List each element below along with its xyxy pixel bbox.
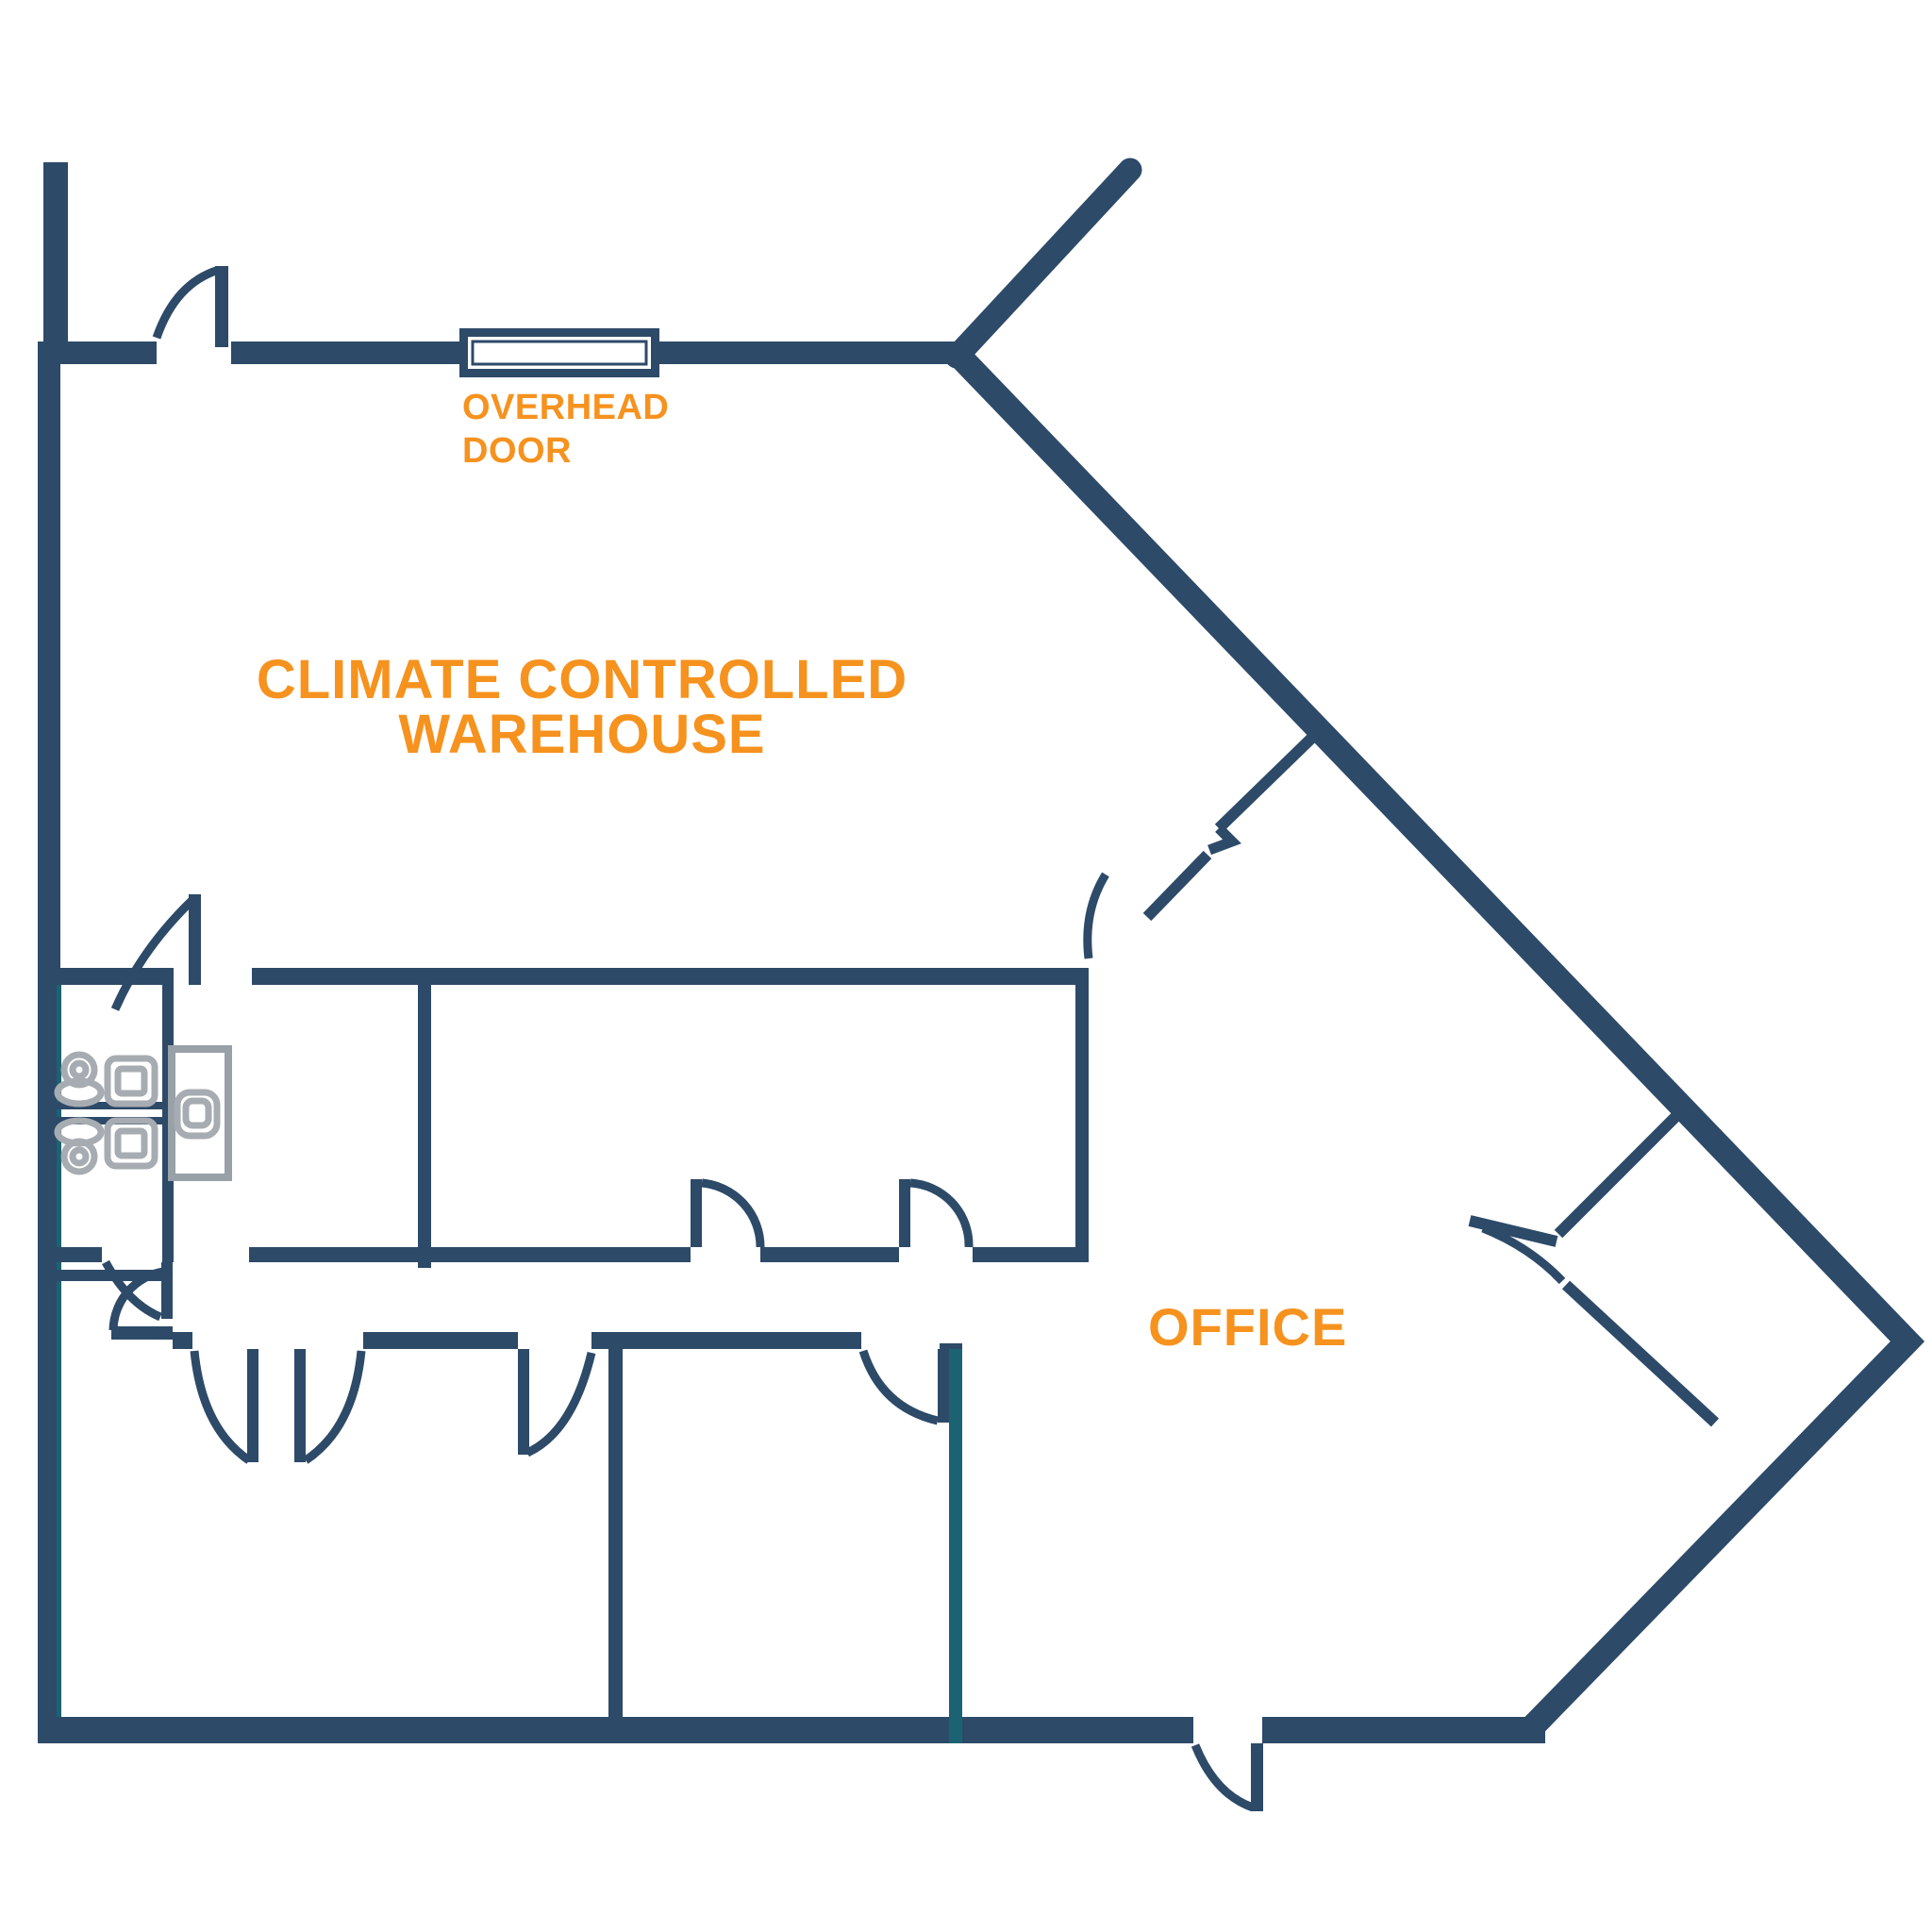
top-door-arc [152,265,221,340]
mid-room-door2-arc [909,1178,974,1248]
exterior-walls [38,158,1925,1743]
overhead-door-panel-outline [471,340,648,366]
double-door-left-arc [190,1350,252,1464]
lower-room-divider-wall [608,1332,623,1743]
top-wall-seg-1 [38,341,157,364]
sink-icon [104,1055,158,1108]
overhead-door-label-line2: DOOR [462,431,572,471]
warehouse-office-angled-wall [1214,724,1325,833]
mid-room-left-wall [418,968,431,1268]
northeast-southeast-diagonal-walls [941,338,1925,1737]
exterior-doors [152,265,1263,1812]
angled-door-arc [1083,872,1109,959]
office-label: OFFICE [1148,1297,1347,1357]
mid-room-bottom-wall-seg-1 [249,1247,691,1262]
restroom-bottom-wall [38,1247,102,1262]
mid-room-door1-arc [701,1178,765,1248]
corridor-door-inline-arc [108,1266,174,1331]
office-door-leaf [938,1349,949,1423]
interior-walls [38,724,1720,1743]
top-left-wall-stub [43,162,68,351]
office-door-arc [858,1349,940,1425]
warehouse-door-leaf [189,894,201,985]
overhead-door-label-line1: OVERHEAD [462,388,669,427]
corridor-wall-seg-2 [363,1332,518,1349]
mid-room-bottom-wall-seg-3 [973,1247,1087,1262]
office-left-wall-teal [949,1349,962,1743]
warehouse-bottom-wall [252,968,1087,985]
bottom-door-arc [1191,1743,1255,1812]
corridor-wall-seg-1 [173,1332,192,1349]
double-door-left-leaf [247,1349,258,1462]
corner-room-sw-wall [1561,1280,1720,1427]
corner-room-door-arc [1481,1224,1566,1285]
mid-room-door2-leaf [899,1179,910,1247]
restroom-divider-wall-b [38,1117,163,1124]
office-furniture [168,1045,232,1181]
mid-room-door1-leaf [691,1179,702,1247]
top-wall-seg-2 [231,341,461,364]
top-wall-seg-3 [658,341,961,364]
single-door-leaf [518,1349,529,1455]
toilet-icon [54,1051,105,1108]
corner-room-door-leaf [1468,1215,1558,1247]
top-right-wall-stub [944,158,1142,369]
bottom-wall-seg-2 [1262,1717,1545,1743]
sink-icon [104,1117,158,1170]
angled-wall-jog [1208,824,1241,856]
warehouse-label-line2: WAREHOUSE [398,704,765,765]
restroom-fixtures [54,1051,158,1175]
overhead-door [459,328,659,377]
restroom-top-wall [38,968,173,985]
corridor-wall-seg-3 [591,1332,861,1349]
double-door-right-leaf [294,1349,306,1462]
room-labels: OVERHEAD DOOR CLIMATE CONTROLLED WAREHOU… [257,388,1347,1357]
top-door-leaf [215,266,228,347]
office-upper-left-wall [1075,968,1089,1262]
left-wall-inner-edge [57,968,61,1743]
angled-door-leaf [1142,850,1212,922]
warehouse-door-arc [110,896,196,1011]
warehouse-label-line1: CLIMATE CONTROLLED [257,649,908,710]
desk-icon [168,1045,232,1181]
corridor-door-inline-leaf [111,1326,173,1340]
bottom-door-leaf [1251,1743,1263,1811]
restroom-divider-wall-a [38,1102,163,1109]
single-door-arc [525,1351,596,1457]
double-door-right-arc [303,1350,366,1464]
mid-room-bottom-wall-seg-2 [760,1247,899,1262]
chair-icon [174,1089,221,1140]
toilet-icon [54,1117,105,1175]
corner-room-nw-wall [1554,1099,1693,1239]
